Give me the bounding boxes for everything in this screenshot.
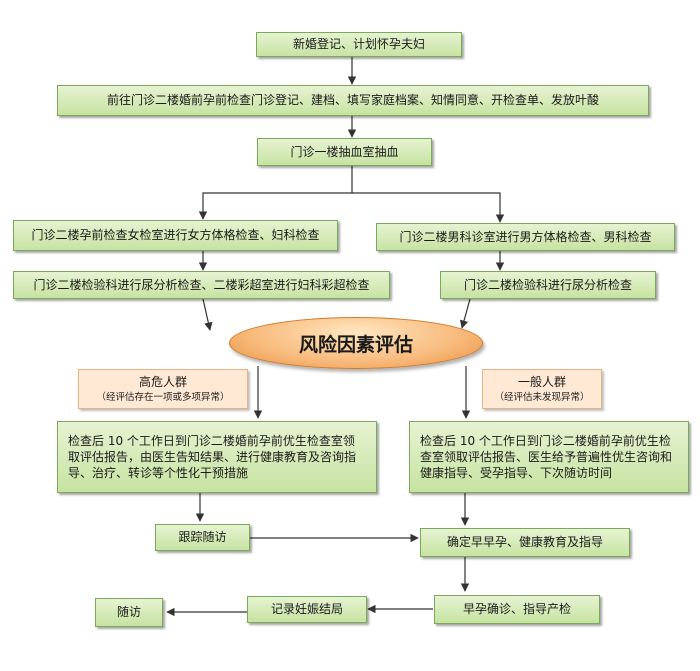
node-female-exam: 门诊二楼孕前检查女检室进行女方体格检查、妇科检查	[13, 220, 338, 251]
normal-subtitle: （经评估未发现异常）	[494, 391, 590, 403]
high-risk-title: 高危人群	[138, 374, 187, 389]
node-early-pregnancy: 早孕确诊、指导产检	[434, 595, 600, 624]
node-follow-up: 跟踪随访	[155, 524, 250, 551]
node-record-outcome: 记录妊娠结局	[247, 596, 367, 623]
note-normal: 一般人群 （经评估未发现异常）	[482, 369, 602, 409]
node-high-report: 检查后 10 个工作日到门诊二楼婚前孕前优生检查室领取评估报告，由医生告知结果、…	[57, 421, 377, 493]
arrow-male-lab-to-risk	[459, 298, 471, 329]
node-male-lab: 门诊二楼检验科进行尿分析检查	[440, 271, 656, 299]
node-male-exam: 门诊二楼男科诊室进行男方体格检查、男科检查	[376, 223, 675, 251]
node-normal-report: 检查后 10 个工作日到门诊二楼婚前孕前优生检查室领取评估报告、医生给予普遍性优…	[409, 421, 689, 493]
node-register: 前往门诊二楼婚前孕前检查门诊登记、建档、填写家庭档案、知情同意、开检查单、发放叶…	[57, 85, 649, 116]
node-start: 新婚登记、计划怀孕夫妇	[256, 32, 462, 57]
node-risk-assessment: 风险因素评估	[229, 317, 483, 369]
note-high-risk: 高危人群 （经评估存在一项或多项异常）	[78, 369, 248, 409]
normal-title: 一般人群	[517, 374, 566, 389]
node-blood: 门诊一楼抽血室抽血	[257, 138, 432, 166]
line-blood-split-right	[352, 192, 505, 223]
node-confirm: 确定早早孕、健康教育及指导	[420, 528, 630, 557]
arrow-female-lab-to-risk	[202, 298, 213, 331]
line-blood-split	[198, 166, 353, 220]
node-female-lab: 门诊二楼检验科进行尿分析检查、二楼彩超室进行妇科彩超检查	[13, 271, 390, 299]
node-revisit: 随访	[95, 598, 163, 627]
high-risk-subtitle: （经评估存在一项或多项异常）	[96, 391, 230, 403]
